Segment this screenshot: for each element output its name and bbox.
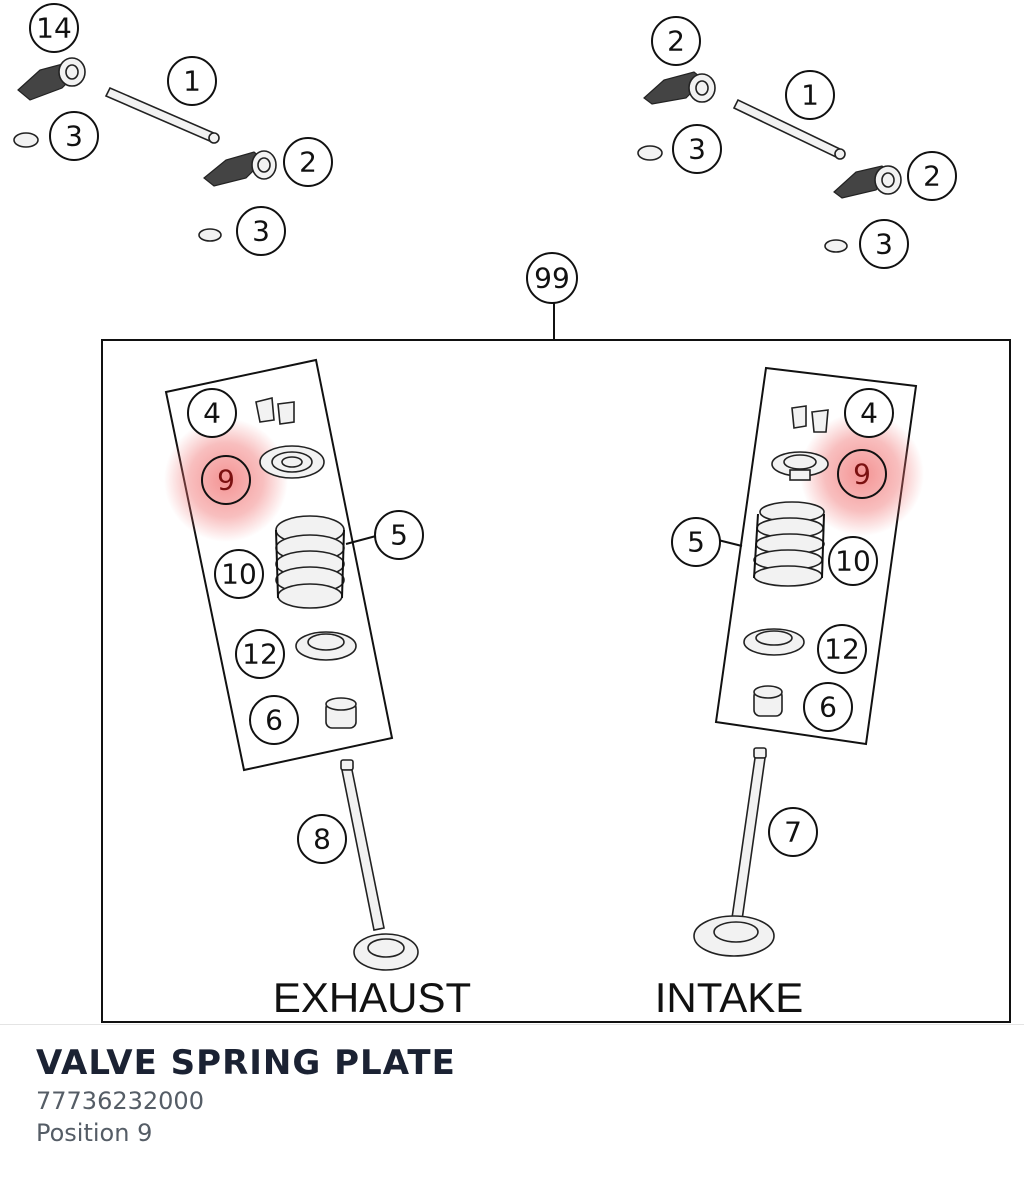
svg-text:3: 3 xyxy=(252,215,270,248)
callout-3-right-a[interactable]: 3 xyxy=(672,124,722,174)
shim-3-part-d xyxy=(824,239,848,253)
svg-text:7: 7 xyxy=(784,816,802,849)
valve-spring-part-intake xyxy=(753,501,825,587)
svg-text:4: 4 xyxy=(860,397,878,430)
callout-9-exhaust-highlighted[interactable]: 9 xyxy=(201,455,251,505)
callout-9-intake-highlighted[interactable]: 9 xyxy=(837,449,887,499)
svg-text:10: 10 xyxy=(835,545,871,578)
rocker-arm-2-part-left xyxy=(203,150,277,187)
exhaust-valve-part xyxy=(340,759,419,971)
valve-spring-part-exhaust xyxy=(275,515,345,609)
svg-text:3: 3 xyxy=(688,133,706,166)
intake-valve-part xyxy=(693,747,775,957)
rocker-shaft-part-left xyxy=(104,86,220,144)
svg-text:5: 5 xyxy=(390,519,408,552)
svg-text:2: 2 xyxy=(667,25,685,58)
shim-3-part-c xyxy=(637,145,663,161)
svg-text:9: 9 xyxy=(853,458,871,491)
rocker-arm-2-part-top xyxy=(643,71,716,105)
valve-keepers-part-intake xyxy=(791,405,829,433)
highlight-glow-intake xyxy=(800,412,924,536)
svg-text:4: 4 xyxy=(203,397,221,430)
callout-12-intake[interactable]: 12 xyxy=(817,624,867,674)
svg-text:1: 1 xyxy=(801,79,819,112)
part-info-panel: VALVE SPRING PLATE 77736232000 Position … xyxy=(0,1024,1024,1177)
callout-12-exhaust[interactable]: 12 xyxy=(235,629,285,679)
callout-14[interactable]: 14 xyxy=(29,3,79,53)
svg-text:6: 6 xyxy=(819,691,837,724)
svg-text:12: 12 xyxy=(242,638,278,671)
svg-text:9: 9 xyxy=(217,464,235,497)
leader-5-intake xyxy=(717,539,743,547)
callout-10-intake[interactable]: 10 xyxy=(828,536,878,586)
spring-seat-part-intake xyxy=(743,628,805,656)
valve-seal-part-exhaust xyxy=(325,697,357,729)
rocker-arm-14-part xyxy=(17,57,86,101)
exhaust-label: EXHAUST xyxy=(273,974,471,1021)
part-position: Position 9 xyxy=(36,1119,153,1147)
callout-6-intake[interactable]: 6 xyxy=(803,682,853,732)
callout-99[interactable]: 99 xyxy=(526,252,578,304)
svg-text:6: 6 xyxy=(265,704,283,737)
svg-text:2: 2 xyxy=(923,160,941,193)
svg-text:12: 12 xyxy=(824,633,860,666)
callout-2-left[interactable]: 2 xyxy=(283,137,333,187)
callout-1-left[interactable]: 1 xyxy=(167,56,217,106)
callout-3-left-a[interactable]: 3 xyxy=(49,111,99,161)
callout-2-right-top[interactable]: 2 xyxy=(651,16,701,66)
svg-text:3: 3 xyxy=(875,228,893,261)
svg-text:2: 2 xyxy=(299,146,317,179)
callout-6-exhaust[interactable]: 6 xyxy=(249,695,299,745)
svg-text:8: 8 xyxy=(313,823,331,856)
svg-text:14: 14 xyxy=(36,12,72,45)
callout-5-exhaust[interactable]: 5 xyxy=(374,510,424,560)
highlight-glow-exhaust xyxy=(164,418,288,542)
svg-text:10: 10 xyxy=(221,558,257,591)
svg-text:99: 99 xyxy=(534,262,570,295)
callout-3-left-b[interactable]: 3 xyxy=(236,206,286,256)
rocker-arm-2-part-right xyxy=(833,165,902,199)
callout-2-right[interactable]: 2 xyxy=(907,151,957,201)
callout-5-intake[interactable]: 5 xyxy=(671,517,721,567)
shim-3-part-b xyxy=(198,228,222,242)
callout-10-exhaust[interactable]: 10 xyxy=(214,549,264,599)
valve-train-box xyxy=(101,339,1011,1023)
callout-7[interactable]: 7 xyxy=(768,807,818,857)
spring-plate-part-exhaust xyxy=(259,445,325,479)
callout-8[interactable]: 8 xyxy=(297,814,347,864)
callout-3-right-b[interactable]: 3 xyxy=(859,219,909,269)
part-number: 77736232000 xyxy=(36,1087,204,1115)
valve-seal-part-intake xyxy=(753,685,783,717)
spring-seat-part-exhaust xyxy=(295,631,357,661)
valve-keepers-part-exhaust xyxy=(255,396,295,425)
svg-text:3: 3 xyxy=(65,120,83,153)
intake-label: INTAKE xyxy=(655,974,804,1021)
leader-5-exhaust xyxy=(345,535,377,545)
callout-1-right[interactable]: 1 xyxy=(785,70,835,120)
svg-text:5: 5 xyxy=(687,526,705,559)
part-name: VALVE SPRING PLATE xyxy=(36,1043,456,1083)
shim-3-part-a xyxy=(13,132,39,148)
spring-plate-part-intake xyxy=(771,451,829,481)
svg-text:1: 1 xyxy=(183,65,201,98)
rocker-shaft-part-right xyxy=(732,98,846,160)
callout-4-exhaust[interactable]: 4 xyxy=(187,388,237,438)
exploded-parts-diagram: EXHAUST INTAKE 14 1 3 2 3 2 1 3 2 3 99 4… xyxy=(13,3,1011,1023)
callout-4-intake[interactable]: 4 xyxy=(844,388,894,438)
